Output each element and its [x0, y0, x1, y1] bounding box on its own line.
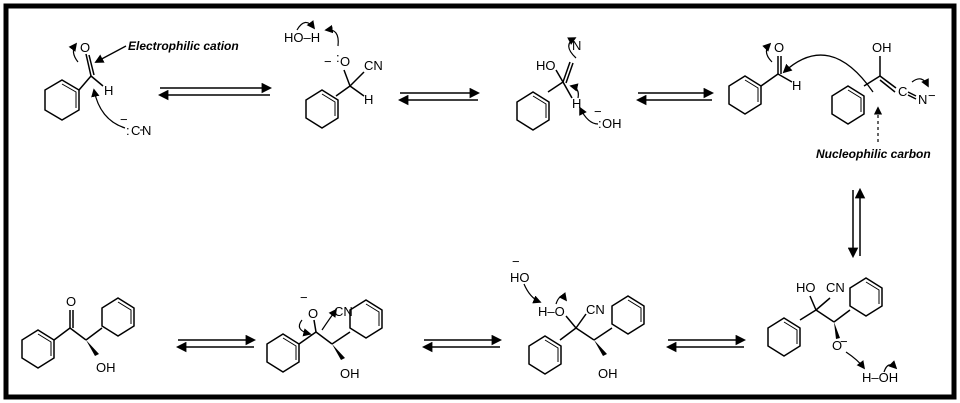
structure-alkoxide-cyanohydrin: HO–H − : O CN H [284, 20, 383, 129]
benzene-ring-icon [611, 295, 645, 335]
curved-arrow-icon [324, 24, 339, 47]
atom-label: H [104, 83, 113, 98]
svg-text:HO: HO [796, 280, 816, 295]
curved-arrow-icon [911, 78, 929, 88]
curved-arrow-icon [296, 20, 316, 31]
svg-text:H–O: H–O [538, 304, 565, 319]
curved-arrow-icon [845, 351, 866, 370]
structure-alkoxide-elimination: − O CN OH [266, 290, 383, 381]
svg-text:C: C [131, 123, 140, 138]
svg-text::: : [336, 50, 340, 65]
curved-arrow-icon [555, 292, 568, 305]
svg-text:N: N [142, 123, 151, 138]
svg-text:−: − [120, 112, 128, 127]
equilibrium-arrow-icon [665, 334, 747, 353]
curved-arrow-icon [298, 319, 312, 337]
svg-text:−: − [594, 104, 602, 119]
equilibrium-arrow-icon [175, 334, 257, 353]
svg-text:HO–H: HO–H [284, 30, 320, 45]
annotation-arrow [94, 45, 127, 63]
curved-arrow-icon [579, 106, 599, 125]
structure-coupled-alkoxide: HO CN O − H–OH [767, 277, 898, 385]
curved-arrow-icon [569, 83, 579, 99]
svg-text:CN: CN [826, 280, 845, 295]
svg-text::: : [126, 123, 130, 138]
svg-text:OH: OH [340, 366, 360, 381]
svg-text:OH: OH [96, 360, 116, 375]
structure-nitrile-enolate: OH C N − [831, 40, 936, 125]
svg-text:CN: CN [364, 58, 383, 73]
equilibrium-arrow-icon [397, 87, 481, 106]
benzene-ring-icon [528, 335, 562, 375]
svg-text:CN: CN [586, 302, 605, 317]
electrophilic-cation-label: Electrophilic cation [128, 39, 239, 53]
svg-text:H–OH: H–OH [862, 370, 898, 385]
cyanide-ion: − : C N [91, 88, 151, 138]
svg-text:OH: OH [872, 40, 892, 55]
svg-text:N: N [918, 92, 927, 107]
svg-text:O: O [340, 54, 350, 69]
svg-text:HO: HO [536, 58, 556, 73]
benzene-ring-icon [101, 297, 135, 337]
benzene-ring-icon [831, 85, 865, 125]
benzene-ring-icon [305, 89, 339, 129]
svg-text:N: N [572, 38, 581, 53]
svg-text:OH: OH [602, 116, 622, 131]
svg-text::: : [598, 116, 602, 131]
structure-benzoin: O OH [21, 294, 135, 375]
svg-text:−: − [928, 88, 936, 103]
svg-text:O: O [774, 40, 784, 55]
svg-text:H: H [572, 96, 581, 111]
curved-arrow-icon [68, 42, 79, 63]
svg-text:H: H [364, 92, 373, 107]
benzene-ring-icon [767, 317, 801, 357]
benzene-ring-icon [21, 329, 55, 369]
attack-arrow-icon [782, 54, 874, 93]
structure-benzaldehyde-2: O H [728, 40, 801, 115]
benzene-ring-icon [44, 79, 80, 121]
svg-text:CN: CN [334, 304, 353, 319]
curved-arrow-icon [523, 283, 542, 304]
svg-text:HO: HO [510, 270, 530, 285]
svg-text:OH: OH [598, 366, 618, 381]
equilibrium-arrow-icon [847, 187, 866, 259]
svg-text:−: − [300, 290, 308, 305]
svg-text:−: − [512, 254, 520, 269]
structure-benzaldehyde: O H [44, 40, 113, 121]
svg-text:O: O [66, 294, 76, 309]
benzene-ring-icon [349, 299, 383, 339]
nucleophilic-carbon-label: Nucleophilic carbon [816, 147, 931, 161]
atom-label: O [80, 40, 90, 55]
structure-proton-transfer: − HO H–O CN OH [510, 254, 645, 381]
curved-arrow-icon [883, 360, 898, 373]
benzene-ring-icon [849, 277, 883, 317]
curved-arrow-icon [91, 88, 126, 129]
svg-text:H: H [792, 78, 801, 93]
curved-arrow-icon [567, 37, 577, 59]
benzene-ring-icon [516, 91, 550, 131]
svg-text:O: O [832, 338, 842, 353]
benzene-ring-icon [266, 333, 300, 373]
svg-text:O: O [308, 306, 318, 321]
svg-text:−: − [324, 54, 332, 69]
equilibrium-arrow-icon [157, 82, 273, 101]
benzene-ring-icon [728, 75, 762, 115]
svg-text:−: − [840, 334, 848, 349]
curved-arrow-icon [762, 42, 773, 63]
structure-cyanohydrin: HO N H − : OH [516, 37, 622, 131]
equilibrium-arrow-icon [421, 334, 503, 353]
svg-text:C: C [898, 84, 907, 99]
scheme-border [3, 3, 957, 400]
equilibrium-arrow-icon [635, 87, 715, 106]
curved-arrow-icon [321, 308, 338, 331]
